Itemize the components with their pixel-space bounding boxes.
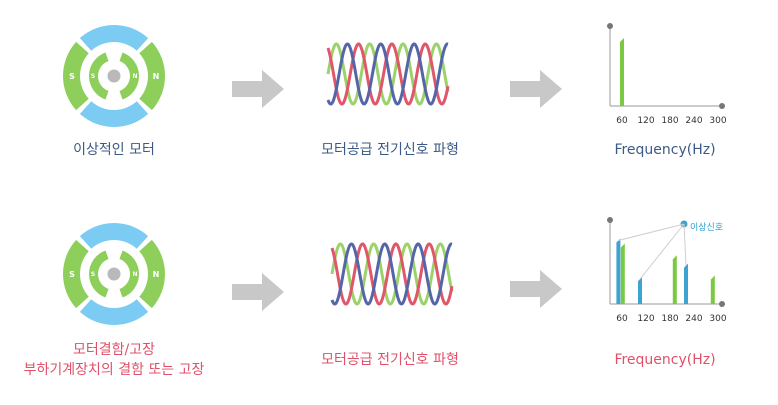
x-tick-label: 300 [709, 116, 727, 126]
rotor-pole-left-label: S [91, 73, 95, 80]
spectrum-bar-1-0 [620, 243, 625, 304]
motor-left-segment [62, 239, 89, 309]
supply-waveform-normal [326, 42, 450, 106]
abnormal-signal-label: 이상신호 [690, 223, 724, 233]
arrow-right-icon [510, 270, 562, 308]
rotor-shaft [107, 267, 121, 281]
chart-caption-normal: Frequency(Hz) [614, 142, 716, 158]
x-axis-end-dot [719, 103, 725, 109]
signal-caption-normal: 모터공급 전기신호 파형 [321, 142, 459, 158]
x-tick-label: 120 [637, 116, 655, 126]
phase-b-wave [330, 242, 454, 306]
spectrum-bar-1-1 [672, 255, 677, 304]
stator-pole-left-label: S [69, 270, 75, 279]
motor-bottom-segment [79, 299, 149, 325]
spectrum-bar-1-2 [710, 275, 715, 304]
fault-motor-caption-line1: 모터결함/고장 [73, 342, 155, 358]
rotor-shaft [107, 69, 121, 83]
chart-caption-fault: Frequency(Hz) [614, 352, 716, 368]
x-tick-label: 60 [616, 314, 628, 324]
x-tick-label: 240 [685, 116, 703, 126]
signal-caption-fault: 모터공급 전기신호 파형 [321, 352, 459, 368]
x-tick-label: 180 [661, 116, 679, 126]
phase-c-wave [326, 42, 449, 106]
motor-bottom-segment [79, 101, 149, 127]
stator-pole-right-label: N [153, 270, 160, 279]
stator-pole-left-label: S [69, 72, 75, 81]
spectrum-bar-0-1 [638, 277, 642, 304]
spectrum-bar-0-0 [620, 38, 624, 106]
motor-right-segment [139, 239, 165, 309]
supply-waveform-fault [330, 242, 454, 306]
x-tick-label: 180 [661, 314, 679, 324]
frequency-spectrum-fault [607, 217, 725, 307]
frequency-spectrum-normal [607, 23, 725, 109]
fault-motor-caption: 모터결함/고장 부하기계장치의 결함 또는 고장 [0, 340, 228, 380]
rotor-pole-right-label: N [132, 271, 137, 278]
x-axis-end-dot [719, 301, 725, 307]
ideal-motor-caption: 이상적인 모터 [24, 140, 204, 160]
phase-b-wave [326, 42, 450, 106]
rotor-pole-right-label: N [132, 73, 137, 80]
y-axis-end-dot [607, 23, 613, 29]
rotor-right-pole [119, 52, 139, 100]
fault-motor-caption-line2: 부하기계장치의 결함 또는 고장 [23, 362, 205, 378]
abnormal-signal-leader [639, 223, 685, 280]
motor-right-segment [139, 41, 165, 111]
rotor-right-pole [119, 250, 139, 298]
x-tick-label: 120 [637, 314, 655, 324]
arrow-right-icon [232, 70, 284, 108]
abnormal-signal-leader [618, 223, 685, 241]
abnormal-signal-leader [683, 223, 687, 266]
rotor-pole-left-label: S [91, 271, 95, 278]
y-axis-end-dot [607, 217, 613, 223]
phase-c-wave [330, 242, 453, 306]
x-tick-label: 240 [685, 314, 703, 324]
ideal-motor-caption-line: 이상적인 모터 [73, 142, 155, 158]
motor-top-segment [79, 24, 149, 51]
motor-left-segment [62, 41, 89, 111]
arrow-right-icon [510, 70, 562, 108]
x-tick-label: 300 [709, 314, 727, 324]
stator-pole-right-label: N [153, 72, 160, 81]
motor-top-segment [79, 223, 149, 249]
x-tick-label: 60 [616, 116, 628, 126]
spectrum-bar-0-0 [616, 238, 621, 304]
rotor-left-pole [89, 250, 109, 298]
spectrum-bar-0-2 [684, 263, 688, 304]
arrow-right-icon [232, 273, 284, 311]
rotor-left-pole [89, 52, 109, 100]
